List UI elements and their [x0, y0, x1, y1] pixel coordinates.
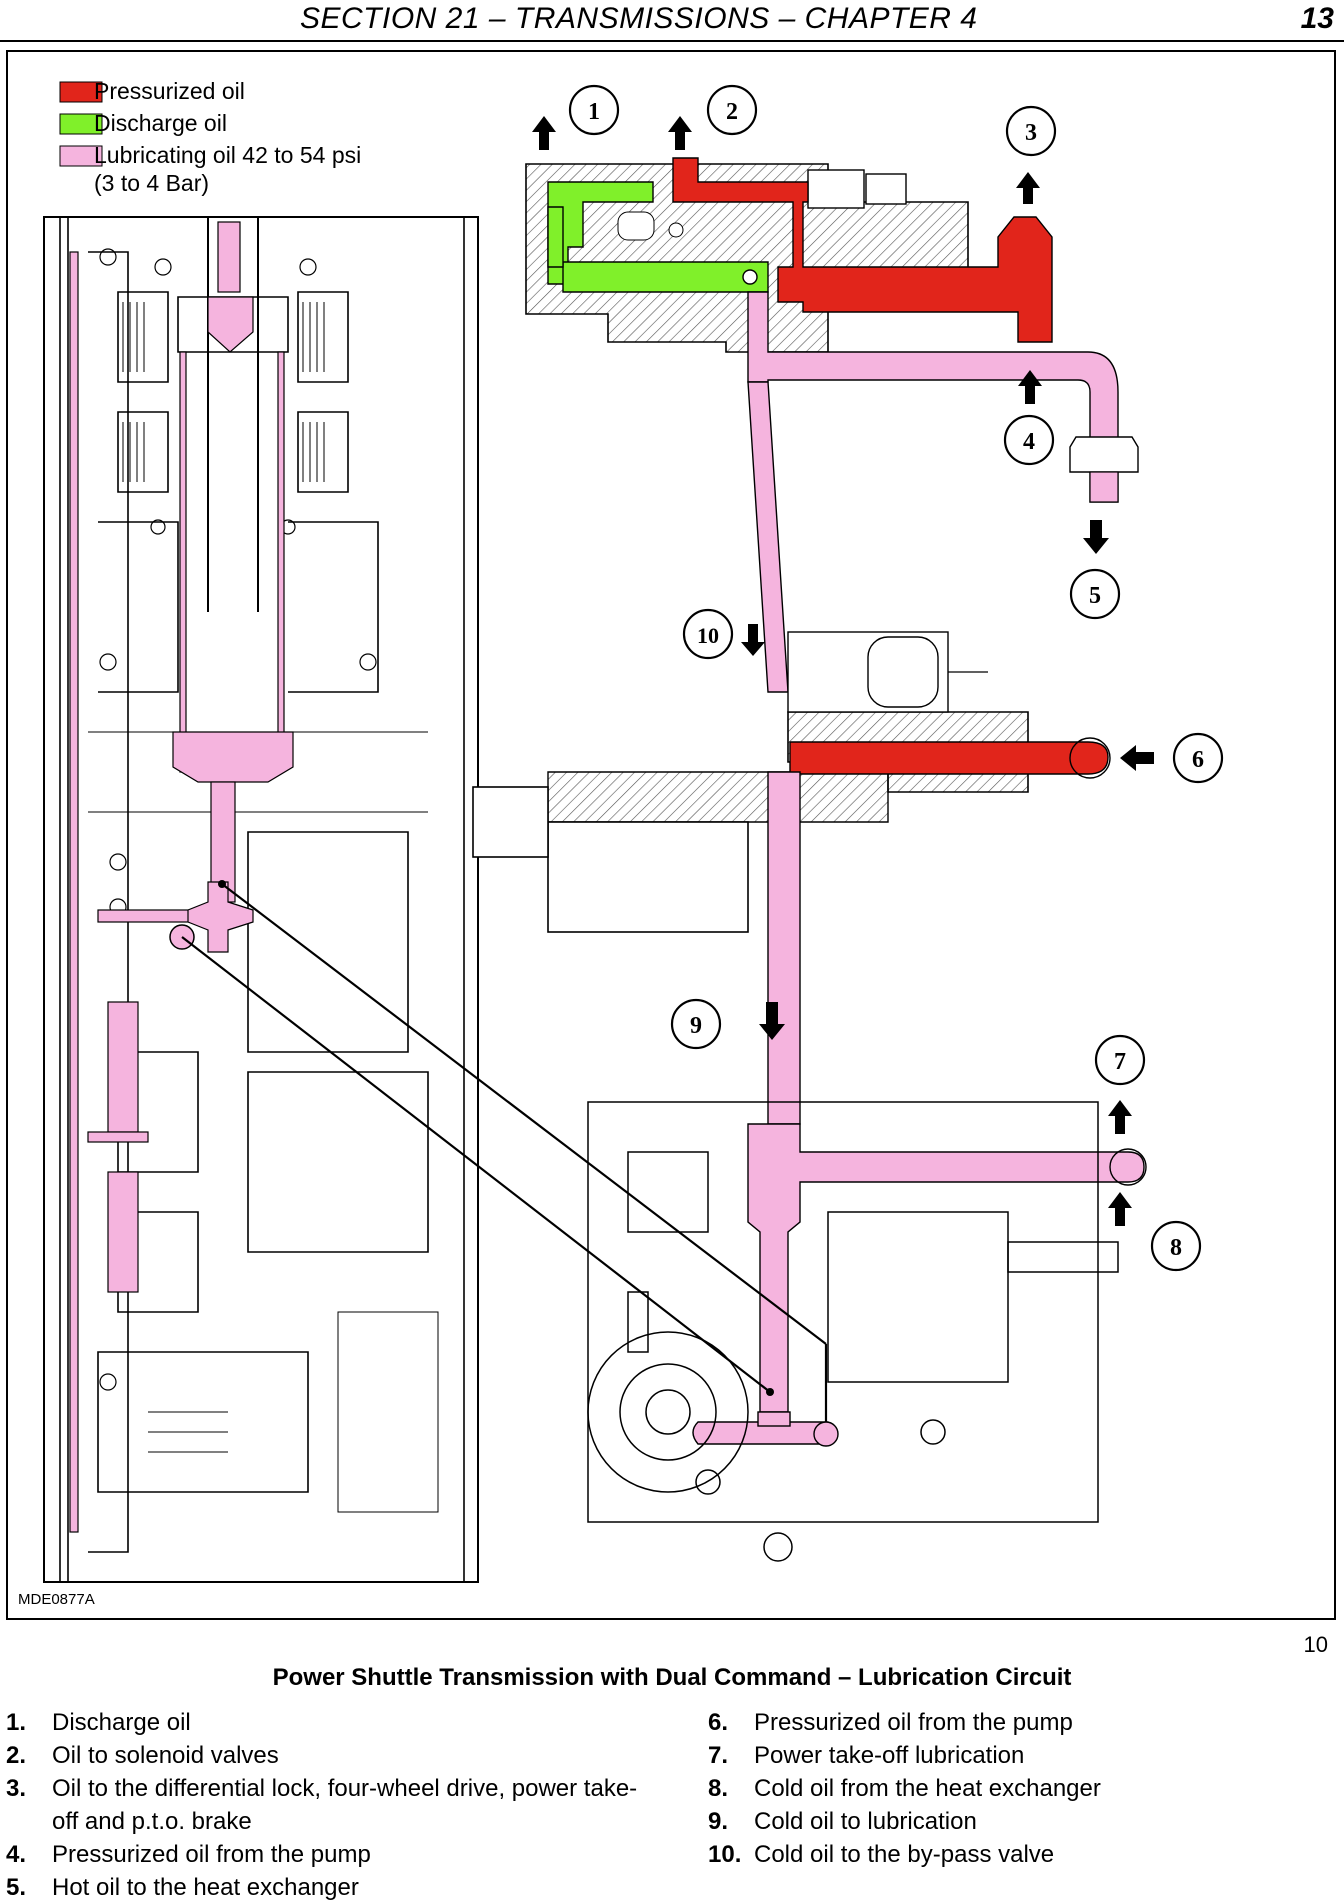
valve-block-middle [472, 631, 1029, 933]
arrow-up-7 [1108, 1100, 1132, 1134]
fitting-5 [1069, 436, 1139, 473]
svg-text:8: 8 [1170, 1235, 1182, 1261]
legend-label-pressurized: Pressurized oil [94, 78, 245, 104]
pressurized-oil-channel-upper [672, 157, 1053, 343]
callout-9: 9 [670, 998, 722, 1050]
page-number: 13 [1300, 2, 1334, 35]
callout-6: 6 [1172, 732, 1224, 784]
callout-1: 1 [568, 84, 620, 136]
pump-housing-lower [587, 1101, 1119, 1562]
callout-5: 5 [1069, 568, 1121, 620]
lubricating-oil-pipe-main [692, 771, 1145, 1445]
legend-item-9: 9.Cold oil to lubrication [708, 1808, 977, 1835]
legend-item-3: 3.Oil to the differential lock, four-whe… [6, 1775, 638, 1835]
legend-item-7: 7.Power take-off lubrication [708, 1742, 1025, 1769]
pressurized-oil-channel-lower [789, 741, 1109, 775]
callout-2: 2 [706, 84, 758, 136]
legend-list-right: 6.Pressurized oil from the pump 7.Power … [708, 1706, 1328, 1871]
figure-caption: Power Shuttle Transmission with Dual Com… [272, 1664, 1072, 1691]
header-rule [0, 40, 1344, 42]
legend-item-1: 1.Discharge oil [6, 1709, 191, 1736]
lubrication-circuit-diagram: Pressurized oil Discharge oil Lubricatin… [18, 78, 1224, 1608]
color-legend: Pressurized oil Discharge oil Lubricatin… [59, 78, 361, 196]
arrow-up-2 [668, 116, 692, 150]
legend-label-discharge: Discharge oil [94, 110, 227, 136]
legend-label-lubricating: Lubricating oil 42 to 54 psi [94, 142, 361, 168]
legend-swatch-lubricating [59, 145, 103, 167]
transmission-cross-section [43, 216, 479, 1583]
arrow-down-5 [1083, 520, 1109, 554]
arrow-up-1 [532, 116, 556, 150]
figure-number: 10 [1303, 1632, 1328, 1657]
callout-7: 7 [1094, 1034, 1146, 1086]
legend-list-left: 1.Discharge oil 2.Oil to solenoid valves… [6, 1706, 646, 1904]
legend-swatch-discharge [59, 113, 103, 135]
svg-text:5: 5 [1089, 583, 1101, 609]
callout-3: 3 [1005, 105, 1057, 157]
legend-label-lubricating-2: (3 to 4 Bar) [94, 170, 209, 196]
callout-4: 4 [1003, 414, 1055, 466]
section-header-title: SECTION 21 – TRANSMISSIONS – CHAPTER 4 [300, 2, 978, 35]
leader-lines [181, 883, 828, 1434]
svg-text:9: 9 [690, 1013, 702, 1039]
arrow-down-10 [741, 624, 765, 656]
arrow-up-8 [1108, 1192, 1132, 1226]
valve-block-upper [525, 163, 969, 353]
svg-text:2: 2 [726, 99, 738, 125]
svg-text:1: 1 [588, 99, 600, 125]
callout-10: 10 [682, 608, 734, 660]
drawing-code: MDE0877A [18, 1591, 95, 1608]
legend-item-8: 8.Cold oil from the heat exchanger [708, 1775, 1101, 1802]
legend-item-4: 4.Pressurized oil from the pump [6, 1841, 371, 1868]
arrow-left-6 [1120, 745, 1154, 771]
figure-frame [6, 50, 1336, 1620]
svg-text:7: 7 [1114, 1049, 1126, 1075]
legend-swatch-pressurized [59, 81, 103, 103]
svg-text:10: 10 [697, 623, 719, 648]
callout-8: 8 [1150, 1220, 1202, 1272]
legend-item-5: 5.Hot oil to the heat exchanger [6, 1874, 359, 1901]
svg-text:4: 4 [1023, 429, 1035, 455]
flow-arrows [532, 116, 1154, 1226]
arrow-up-3 [1016, 172, 1040, 204]
callouts: 1 2 3 4 5 6 7 8 9 10 [568, 84, 1224, 1272]
legend-item-10: 10.Cold oil to the by-pass valve [708, 1841, 1055, 1868]
svg-text:6: 6 [1192, 747, 1204, 773]
arrow-up-4 [1018, 370, 1042, 404]
arrow-down-9 [759, 1002, 785, 1040]
legend-item-6: 6.Pressurized oil from the pump [708, 1709, 1073, 1736]
legend-item-2: 2.Oil to solenoid valves [6, 1742, 279, 1769]
lubrication-passages-left [69, 221, 294, 1533]
svg-text:3: 3 [1025, 120, 1037, 146]
